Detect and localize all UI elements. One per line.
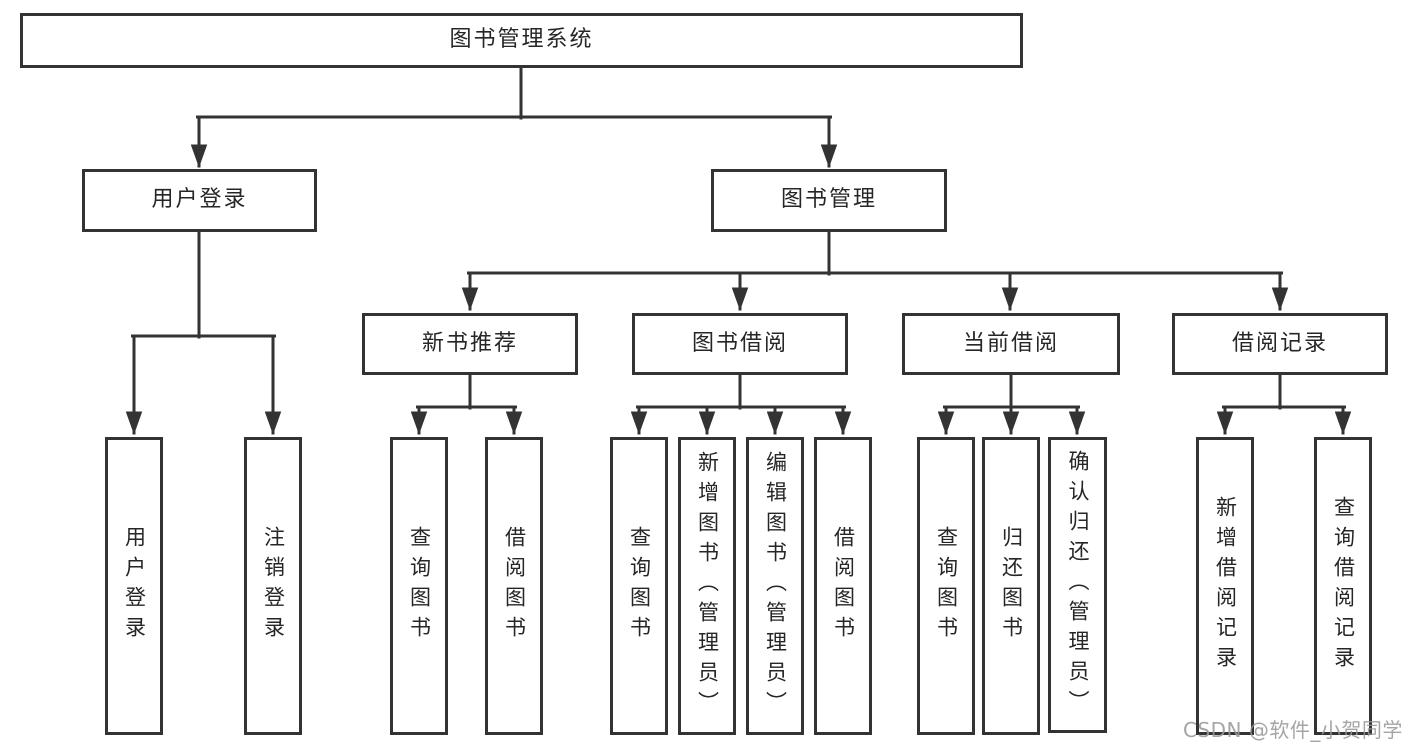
leaf-bb-borrow-books-label: 借阅图书 <box>831 526 856 646</box>
node-new-book-recommend-label: 新书推荐 <box>421 330 518 356</box>
leaf-cb-return-books-label: 归还图书 <box>999 526 1024 646</box>
node-book-management: 图书管理 <box>711 169 947 232</box>
leaf-br-query-record-label: 查询借阅记录 <box>1331 496 1356 676</box>
leaf-bb-borrow-books: 借阅图书 <box>814 437 872 735</box>
node-borrowing-records: 借阅记录 <box>1172 313 1388 375</box>
leaf-user-login: 用户登录 <box>105 437 163 735</box>
leaf-bb-add-books-admin-label: 新增图书（管理员） <box>695 451 720 721</box>
leaf-nbr-borrow-books: 借阅图书 <box>485 437 543 735</box>
leaf-nbr-query-books-label: 查询图书 <box>407 526 432 646</box>
node-book-borrowing-label: 图书借阅 <box>691 330 788 356</box>
leaf-bb-query-books-label: 查询图书 <box>627 526 652 646</box>
node-borrowing-records-label: 借阅记录 <box>1231 330 1328 356</box>
node-new-book-recommend: 新书推荐 <box>362 313 578 375</box>
leaf-cb-confirm-return-admin-label: 确认归还（管理员） <box>1066 450 1090 720</box>
node-root-label: 图书管理系统 <box>449 27 594 53</box>
leaf-cb-query-books: 查询图书 <box>917 437 975 735</box>
leaf-logout-label: 注销登录 <box>261 526 286 646</box>
leaf-user-login-label: 用户登录 <box>122 526 147 646</box>
node-current-borrowing: 当前借阅 <box>902 313 1120 375</box>
leaf-br-query-record: 查询借阅记录 <box>1314 437 1372 735</box>
leaf-bb-add-books-admin: 新增图书（管理员） <box>678 437 736 735</box>
leaf-bb-query-books: 查询图书 <box>610 437 668 735</box>
node-user-login: 用户登录 <box>82 169 317 232</box>
node-user-login-label: 用户登录 <box>151 187 248 213</box>
leaf-cb-confirm-return-admin: 确认归还（管理员） <box>1048 437 1107 733</box>
csdn-watermark: CSDN @软件_小贺同学 <box>1183 718 1403 742</box>
node-current-borrowing-label: 当前借阅 <box>962 330 1059 356</box>
leaf-logout: 注销登录 <box>244 437 302 735</box>
leaf-nbr-query-books: 查询图书 <box>390 437 448 735</box>
node-book-management-label: 图书管理 <box>780 187 877 213</box>
leaf-bb-edit-books-admin-label: 编辑图书（管理员） <box>763 451 788 721</box>
leaf-br-add-record: 新增借阅记录 <box>1196 437 1254 735</box>
leaf-cb-return-books: 归还图书 <box>982 437 1040 735</box>
node-root: 图书管理系统 <box>20 13 1023 68</box>
leaf-bb-edit-books-admin: 编辑图书（管理员） <box>746 437 804 735</box>
leaf-nbr-borrow-books-label: 借阅图书 <box>502 526 527 646</box>
node-book-borrowing: 图书借阅 <box>632 313 848 375</box>
leaf-br-add-record-label: 新增借阅记录 <box>1213 496 1238 676</box>
leaf-cb-query-books-label: 查询图书 <box>934 526 959 646</box>
